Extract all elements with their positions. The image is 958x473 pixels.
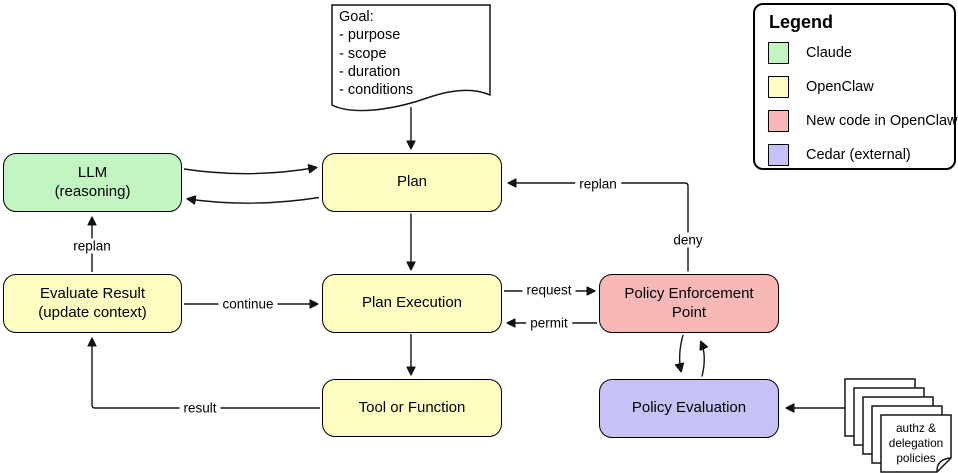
legend-swatch-openclaw	[768, 76, 789, 98]
edge-pep-to-policy-evaluation	[680, 334, 683, 371]
policies-page-front	[880, 414, 952, 473]
legend-label-cedar: Cedar (external)	[806, 147, 911, 163]
edge-pep-to-plan-deny-replan	[509, 183, 689, 272]
policies-note-text: authz & delegation policies	[888, 421, 944, 465]
legend-swatch-claude	[768, 42, 789, 64]
node-plan-execution: Plan Execution	[322, 274, 502, 333]
node-policy-enforcement-point: Policy Enforcement Point	[599, 274, 779, 333]
node-policy-evaluation: Policy Evaluation	[599, 379, 779, 438]
edge-label-permit: permit	[526, 315, 572, 331]
edge-label-result: result	[179, 400, 221, 416]
edge-label-request: request	[522, 282, 576, 298]
legend-swatch-new-code	[768, 110, 789, 132]
edge-label-replan-right: replan	[575, 176, 621, 192]
edge-llm-to-plan	[183, 168, 316, 175]
legend-label-openclaw: OpenClaw	[806, 79, 874, 95]
edge-tool-to-evaluate-result	[92, 339, 320, 409]
legend: Legend Claude OpenClaw New code in OpenC…	[753, 3, 958, 170]
node-plan-execution-label: Plan Execution	[361, 294, 463, 312]
node-tool-or-function-label: Tool or Function	[358, 398, 466, 416]
edge-policy-evaluation-to-pep	[701, 342, 704, 377]
node-tool-or-function: Tool or Function	[322, 379, 502, 437]
node-plan-label: Plan	[396, 173, 428, 191]
policies-page-fold	[936, 457, 952, 473]
legend-label-claude: Claude	[806, 45, 852, 61]
edge-label-replan-left: replan	[69, 238, 115, 254]
node-policy-enforcement-point-label: Policy Enforcement Point	[624, 284, 754, 321]
legend-swatch-cedar	[768, 144, 789, 166]
edge-label-deny: deny	[669, 232, 707, 248]
node-evaluate-result-label: Evaluate Result (update context)	[38, 284, 147, 321]
node-llm: LLM (reasoning)	[3, 153, 182, 212]
node-policy-evaluation-label: Policy Evaluation	[631, 399, 747, 417]
legend-item-cedar: Cedar (external)	[768, 144, 911, 166]
legend-title: Legend	[769, 12, 834, 32]
edge-label-continue: continue	[218, 296, 278, 312]
goal-note-text: Goal: - purpose - scope - duration - con…	[339, 9, 414, 99]
edge-plan-to-llm	[188, 198, 320, 204]
legend-item-claude: Claude	[768, 42, 852, 64]
node-evaluate-result: Evaluate Result (update context)	[3, 274, 182, 333]
node-llm-label: LLM (reasoning)	[54, 163, 131, 200]
goal-note-shape	[331, 4, 491, 112]
node-plan: Plan	[322, 153, 502, 212]
legend-item-openclaw: OpenClaw	[768, 76, 874, 98]
legend-item-new-code: New code in OpenClaw	[768, 110, 958, 132]
legend-label-new-code: New code in OpenClaw	[806, 113, 958, 129]
